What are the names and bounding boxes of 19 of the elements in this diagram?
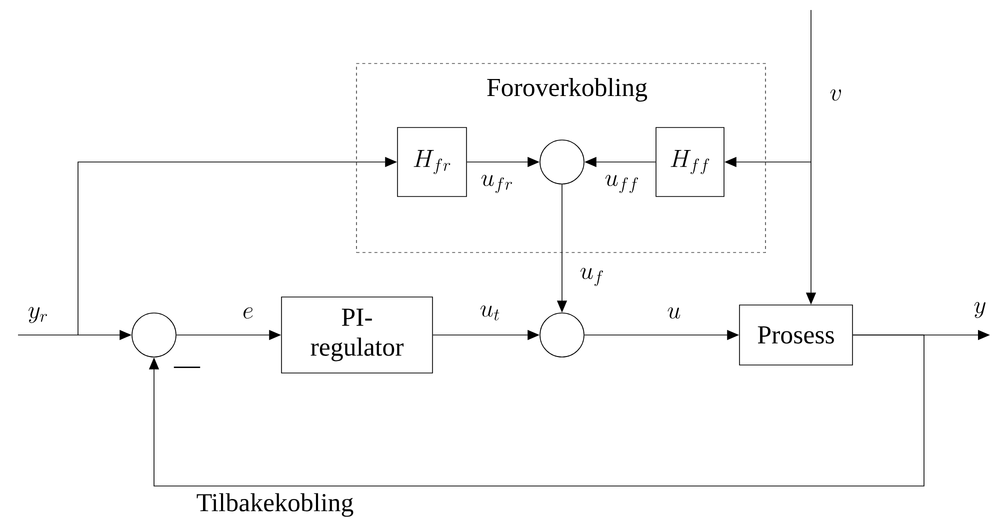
- edge-label: $v$: [830, 89, 842, 101]
- edge-label: $u$: [668, 307, 680, 319]
- edge-label: $u_t$: [480, 306, 500, 320]
- sum-circle: [540, 140, 584, 184]
- edge-label: Tilbakekobling: [196, 493, 354, 517]
- block-box: Prosess: [739, 304, 853, 366]
- edge-label: $u_{fr}$: [481, 174, 512, 194]
- edge-label: $y_r$: [28, 307, 47, 323]
- edge-label: $e$: [244, 307, 253, 319]
- sum-circle: [540, 312, 584, 358]
- arrow: [148, 334, 924, 486]
- block-box: $H_{ff}$: [656, 127, 724, 197]
- edge-label: $u_f$: [580, 268, 603, 286]
- edge-label: $y$: [974, 302, 986, 318]
- block-box: PI- regulator: [281, 296, 433, 374]
- sum-circle: [132, 312, 176, 358]
- edge-label: $u_{ff}$: [605, 174, 638, 194]
- minus-sign: —: [174, 366, 200, 368]
- block-box: $H_{fr}$: [397, 127, 467, 197]
